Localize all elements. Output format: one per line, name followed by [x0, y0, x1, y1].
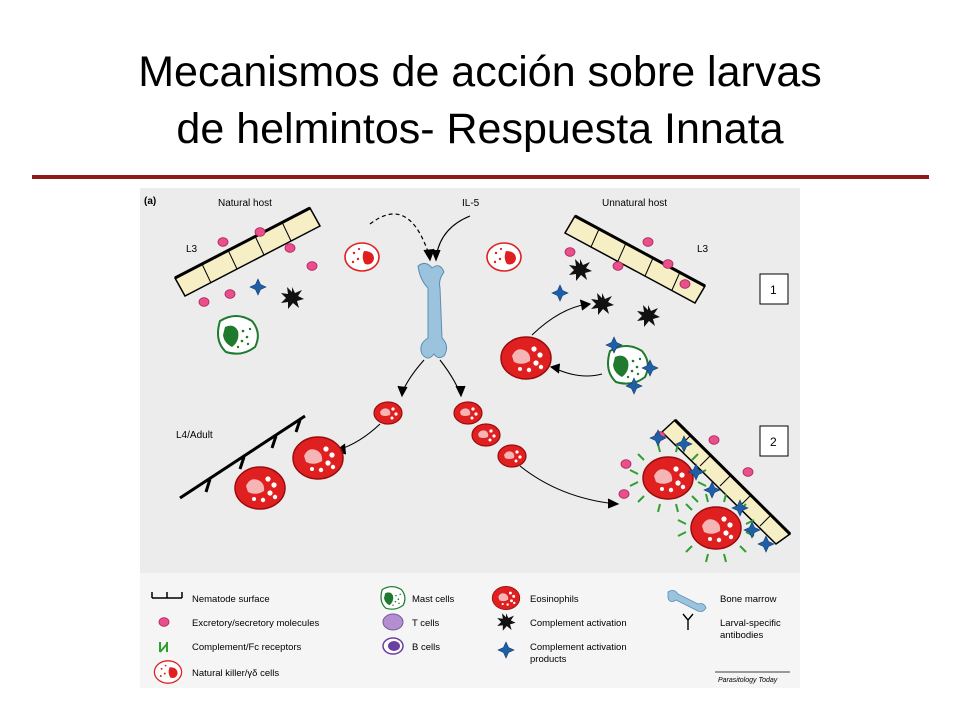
- molecule: [198, 297, 210, 307]
- molecule: [708, 435, 720, 445]
- natural-host-tissue: [173, 206, 322, 298]
- box-2-label: 2: [770, 435, 777, 449]
- il5-label: IL-5: [462, 198, 480, 209]
- l4-adult-label: L4/Adult: [176, 430, 213, 441]
- l3-right-label: L3: [697, 244, 709, 255]
- l4-adult-nematode-surface: [179, 414, 306, 500]
- l3-left-label: L3: [186, 244, 198, 255]
- molecule: [306, 261, 318, 271]
- legend-background: [140, 573, 800, 688]
- activation-arrows: [531, 299, 603, 377]
- immune-response-figure: (a) Natural host Unnatural host IL-5 L3 …: [140, 188, 800, 688]
- eosinophil-icon: [373, 401, 403, 425]
- molecule: [662, 259, 674, 269]
- eosinophil-icon: [453, 401, 483, 425]
- bone-marrow-icon: [417, 262, 448, 359]
- molecule: [679, 279, 691, 289]
- eosinophil-icon: [471, 423, 501, 447]
- eosinophil-icon: [690, 506, 742, 550]
- legend-bone-marrow: Bone marrow: [720, 594, 777, 605]
- molecule: [284, 243, 296, 253]
- nk-cell-icon: [486, 242, 522, 272]
- legend-antibodies-2: antibodies: [720, 630, 764, 641]
- legend: Nematode surface Excretory/secretory mol…: [151, 585, 790, 684]
- legend-mast-cells: Mast cells: [412, 594, 454, 605]
- il5-arrows: [369, 213, 471, 262]
- legend-nematode-surface: Nematode surface: [192, 594, 270, 605]
- legend-complement-products-2: products: [530, 654, 567, 665]
- molecule: [642, 237, 654, 247]
- eosinophil-legend-icon: [491, 586, 521, 610]
- eosinophil-icon: [292, 436, 344, 480]
- molecule: [742, 467, 754, 477]
- mast-cell-icon: [217, 315, 259, 355]
- unnatural-host-label: Unnatural host: [602, 198, 667, 209]
- legend-antibodies-1: Larval-specific: [720, 618, 781, 629]
- molecule: [224, 289, 236, 299]
- complement-fc-receptor-legend-icon: [159, 642, 168, 653]
- eosinophil-icon: [642, 456, 694, 500]
- eosinophil-icon: [234, 466, 286, 510]
- legend-eosinophils: Eosinophils: [530, 594, 579, 605]
- mast-cell-legend-icon: [380, 585, 406, 610]
- antibody-icon: [682, 613, 694, 630]
- title-underline: [32, 175, 929, 179]
- nematode-surface-icon: [151, 592, 183, 599]
- box-1-label: 1: [770, 283, 777, 297]
- molecule: [254, 227, 266, 237]
- unnatural-host-tissue: [563, 214, 707, 305]
- natural-host-label: Natural host: [218, 198, 272, 209]
- t-cell-icon: [382, 613, 404, 631]
- legend-complement-activation: Complement activation: [530, 618, 627, 629]
- figure-canvas: (a) Natural host Unnatural host IL-5 L3 …: [140, 188, 800, 688]
- molecule: [618, 489, 630, 499]
- source-credit: Parasitology Today: [718, 677, 778, 684]
- box-1: [759, 273, 789, 305]
- molecule: [612, 261, 624, 271]
- title-line-2: de helmintos- Respuesta Innata: [176, 105, 784, 153]
- molecule: [217, 237, 229, 247]
- legend-nk-cells: Natural killer/γδ cells: [192, 668, 279, 679]
- legend-complement-products-1: Complement activation: [530, 642, 627, 653]
- legend-excretory: Excretory/secretory molecules: [192, 618, 319, 629]
- molecule: [564, 247, 576, 257]
- legend-b-cells: B cells: [412, 642, 440, 653]
- nk-cell-legend-icon: [153, 660, 183, 684]
- bone-marrow-legend-icon: [667, 590, 707, 612]
- nk-cell-icon: [344, 242, 380, 272]
- excretory-molecule-icon: [158, 617, 170, 627]
- legend-t-cells: T cells: [412, 618, 440, 629]
- molecule: [620, 459, 632, 469]
- title-line-1: Mecanismos de acción sobre larvas: [138, 48, 822, 96]
- panel-label: (a): [144, 196, 156, 207]
- eosinophil-icon: [497, 444, 527, 468]
- slide-title: Mecanismos de acción sobre larvas de hel…: [0, 44, 960, 158]
- b-cell-nucleus: [388, 641, 400, 651]
- eosinophil-icon: [500, 336, 552, 380]
- legend-complement-fc: Complement/Fc receptors: [192, 642, 302, 653]
- box-2: [759, 425, 789, 457]
- antibody-mediated-attack-tissue: [660, 418, 792, 545]
